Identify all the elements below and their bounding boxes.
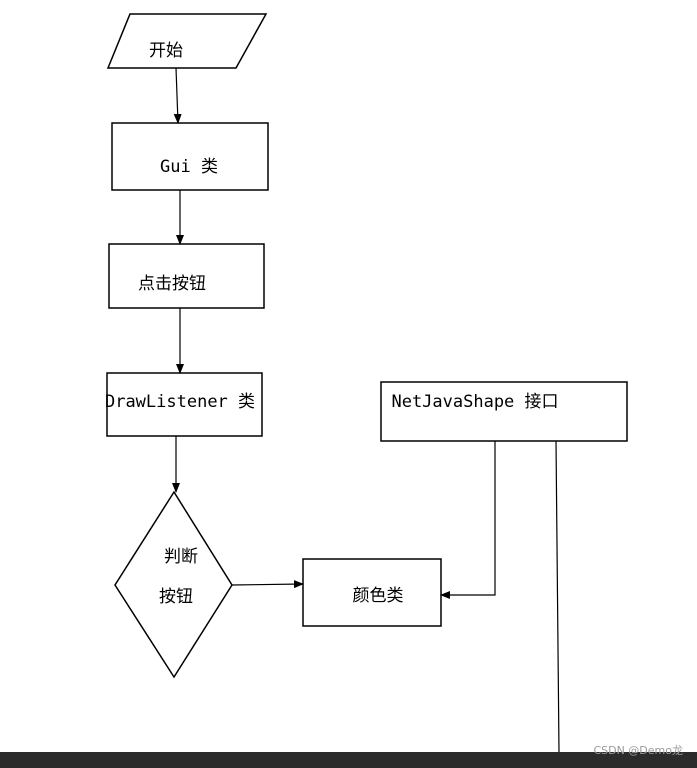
- decision-label-line2: 按钮: [159, 587, 193, 607]
- click-button-node: 点击按钮: [108, 243, 265, 309]
- interface-label: NetJavaShape 接口: [391, 392, 558, 412]
- click-button-label: 点击按钮: [138, 274, 206, 294]
- start-label: 开始: [149, 41, 183, 61]
- draw-listener-node: DrawListener 类: [105, 372, 263, 437]
- edge-interface-down: [555, 440, 560, 753]
- start-node: 开始: [106, 13, 268, 69]
- edge-decision-to-color: [231, 580, 304, 589]
- bottom-bar: [0, 752, 697, 768]
- watermark-text: CSDN @Demo龙: [593, 744, 683, 757]
- edge-start-to-gui: [173, 67, 182, 124]
- color-class-node: 颜色类: [302, 558, 442, 627]
- gui-class-node: Gui 类: [111, 122, 269, 191]
- draw-listener-label: DrawListener 类: [105, 392, 255, 412]
- interface-node: NetJavaShape 接口: [380, 381, 628, 442]
- decision-label-line1: 判断: [164, 547, 198, 567]
- color-class-label: 颜色类: [353, 586, 404, 606]
- edge-interface-to-color: [440, 441, 496, 599]
- gui-class-label: Gui 类: [160, 157, 218, 177]
- decision-node: 判断 按钮: [114, 490, 233, 679]
